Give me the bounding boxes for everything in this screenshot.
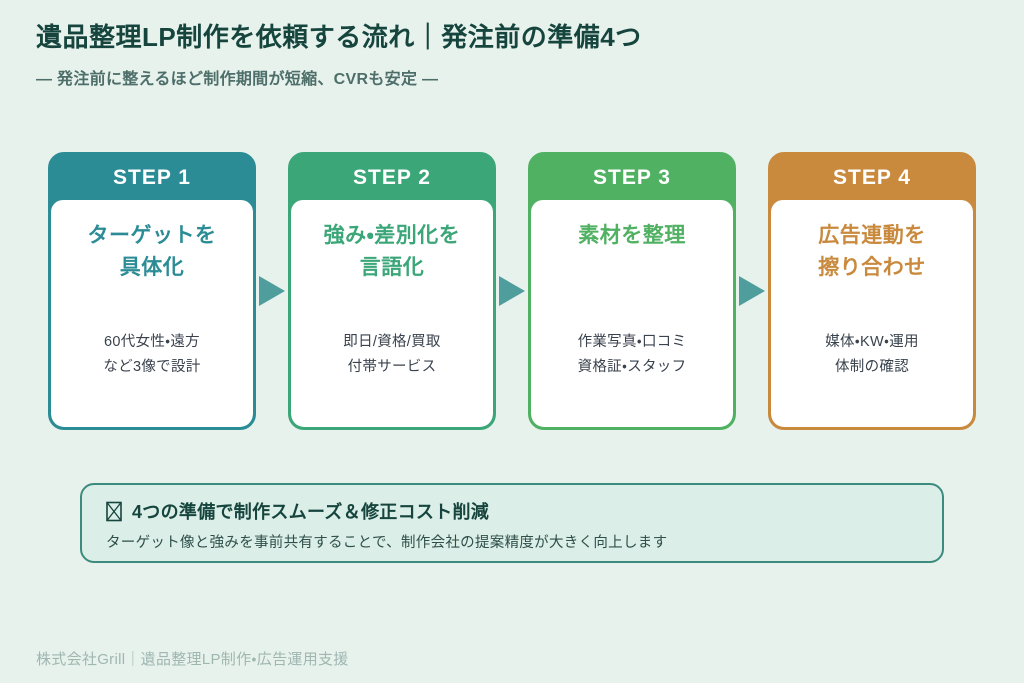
step-3-title: 素材を整理	[578, 224, 686, 247]
summary-callout: 4つの準備で制作スムーズ＆修正コスト削減 ターゲット像と強みを事前共有することで…	[80, 483, 944, 563]
flow-arrow-3	[736, 152, 768, 430]
flow-arrow-2	[496, 152, 528, 430]
step-2-title: 強み・差別化を 言語化	[323, 224, 461, 279]
step-3-description: 作業写真・口コミ 資格証・スタッフ	[577, 334, 687, 375]
step-3-card: STEP 3 素材を整理 作業写真・口コミ 資格証・スタッフ	[528, 152, 736, 430]
slide-header: 遺品整理LP制作を依頼する流れ｜発注前の準備4つ — 発注前に整えるほど制作期間…	[36, 22, 642, 89]
step-2-card: STEP 2 強み・差別化を 言語化 即日/資格/買取 付帯サービス	[288, 152, 496, 430]
arrow-right-icon	[739, 276, 765, 306]
step-1-title: ターゲットを 具体化	[87, 224, 217, 279]
step-4-card: STEP 4 広告連動を 擦り合わせ 媒体・KW・運用 体制の確認	[768, 152, 976, 430]
callout-description: ターゲット像と強みを事前共有することで、制作会社の提案精度が大きく向上します	[106, 535, 668, 551]
arrow-right-icon	[259, 276, 285, 306]
footer-credit: 株式会社Grill｜遺品整理LP制作・広告運用支援	[36, 651, 349, 668]
page-subtitle: — 発注前に整えるほど制作期間が短縮、CVRも安定 —	[36, 71, 439, 89]
step-1-header: STEP 1	[51, 155, 253, 200]
step-4-body: 広告連動を 擦り合わせ 媒体・KW・運用 体制の確認	[771, 200, 973, 427]
missing-glyph-icon	[106, 501, 122, 522]
flow-arrow-1	[256, 152, 288, 430]
step-2-header: STEP 2	[291, 155, 493, 200]
callout-title-row: 4つの準備で制作スムーズ＆修正コスト削減	[106, 498, 918, 524]
step-3-header: STEP 3	[531, 155, 733, 200]
arrow-right-icon	[499, 276, 525, 306]
step-1-card: STEP 1 ターゲットを 具体化 60代女性・遠方 など3像で設計	[48, 152, 256, 430]
step-4-title: 広告連動を 擦り合わせ	[818, 224, 926, 279]
step-2-description: 即日/資格/買取 付帯サービス	[343, 334, 441, 375]
page-title: 遺品整理LP制作を依頼する流れ｜発注前の準備4つ	[36, 22, 642, 52]
step-2-body: 強み・差別化を 言語化 即日/資格/買取 付帯サービス	[291, 200, 493, 427]
step-4-description: 媒体・KW・運用 体制の確認	[825, 334, 919, 375]
step-1-body: ターゲットを 具体化 60代女性・遠方 など3像で設計	[51, 200, 253, 427]
callout-title: 4つの準備で制作スムーズ＆修正コスト削減	[132, 502, 490, 522]
steps-flow: STEP 1 ターゲットを 具体化 60代女性・遠方 など3像で設計 STEP …	[48, 152, 976, 430]
step-1-description: 60代女性・遠方 など3像で設計	[103, 334, 201, 375]
step-4-header: STEP 4	[771, 155, 973, 200]
step-3-body: 素材を整理 作業写真・口コミ 資格証・スタッフ	[531, 200, 733, 427]
